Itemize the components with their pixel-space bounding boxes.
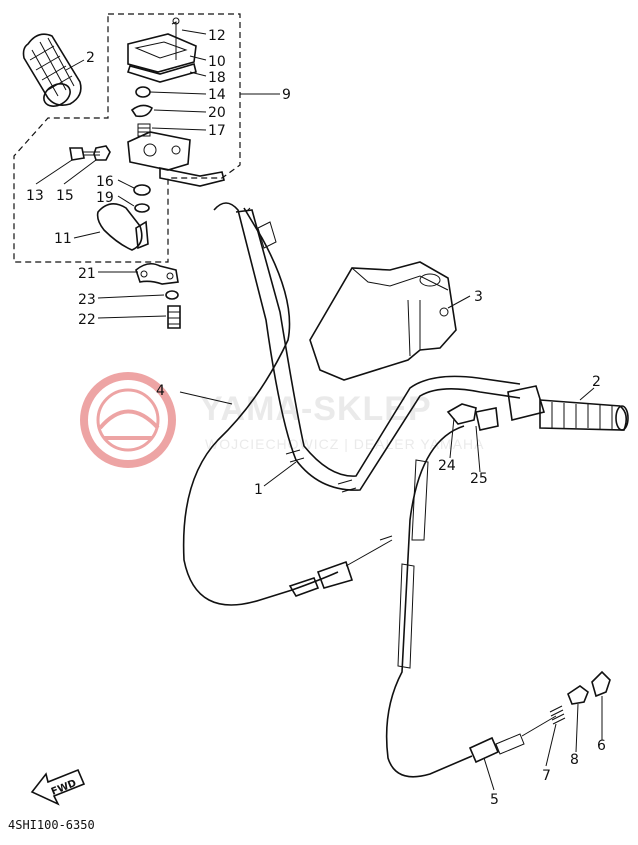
throttle-lever [96, 203, 149, 251]
forward-arrow: FWD [30, 768, 86, 806]
label-15: 15 [56, 188, 74, 204]
drawing-code: 4SHI100-6350 [8, 818, 95, 832]
switch-assembly-outline [13, 13, 241, 263]
label-25: 25 [470, 471, 488, 487]
label-5: 5 [490, 792, 499, 808]
label-10: 10 [208, 54, 226, 70]
switch-small-parts [130, 86, 153, 137]
switch-cover [126, 17, 197, 83]
bolt-22 [167, 305, 181, 329]
label-3: 3 [474, 289, 483, 305]
clamp-21 [135, 262, 179, 285]
label-2-right: 2 [592, 374, 601, 390]
watermark-sub-text: WOJCIECHOWICZ | DEALER YAMAHA [205, 436, 484, 452]
handlebar-cover [309, 261, 457, 381]
label-13: 13 [26, 188, 44, 204]
watermark-logo [80, 372, 176, 468]
washer-23 [165, 290, 179, 300]
part-labels: 2 12 10 18 14 20 17 9 13 15 16 19 11 21 … [26, 28, 606, 808]
washer-16 [133, 184, 151, 196]
label-22: 22 [78, 312, 96, 328]
label-16: 16 [96, 174, 114, 190]
end-fitting-6 [591, 670, 611, 698]
label-17: 17 [208, 123, 226, 139]
adjuster-8 [567, 685, 589, 705]
label-19: 19 [96, 190, 114, 206]
label-21: 21 [78, 266, 96, 282]
label-7: 7 [542, 768, 551, 784]
watermark-main-text: YAMA-SKLEP [200, 390, 432, 428]
watermark: YAMA-SKLEP WOJCIECHOWICZ | DEALER YAMAHA [80, 372, 484, 468]
cable-4 [182, 207, 393, 606]
label-14: 14 [208, 87, 226, 103]
forward-arrow-label: FWD [50, 778, 78, 798]
right-grip [507, 385, 629, 431]
label-20: 20 [208, 105, 226, 121]
label-11: 11 [54, 231, 72, 247]
washer-19 [134, 203, 150, 213]
grip-fittings [446, 403, 499, 431]
left-grip [22, 33, 82, 107]
nut-15 [93, 145, 111, 161]
label-2-left: 2 [86, 50, 95, 66]
label-9: 9 [282, 87, 291, 103]
label-6: 6 [597, 738, 606, 754]
screw-13 [69, 147, 100, 161]
label-24: 24 [438, 458, 456, 474]
spring-7 [549, 705, 566, 725]
label-8: 8 [570, 752, 579, 768]
cable-5 [385, 425, 557, 778]
leader-lines [35, 29, 603, 791]
label-23: 23 [78, 292, 96, 308]
label-1: 1 [254, 482, 263, 498]
handlebar [213, 202, 521, 493]
label-12: 12 [208, 28, 226, 44]
switch-housing [127, 131, 225, 187]
label-18: 18 [208, 70, 226, 86]
label-4: 4 [156, 383, 165, 399]
